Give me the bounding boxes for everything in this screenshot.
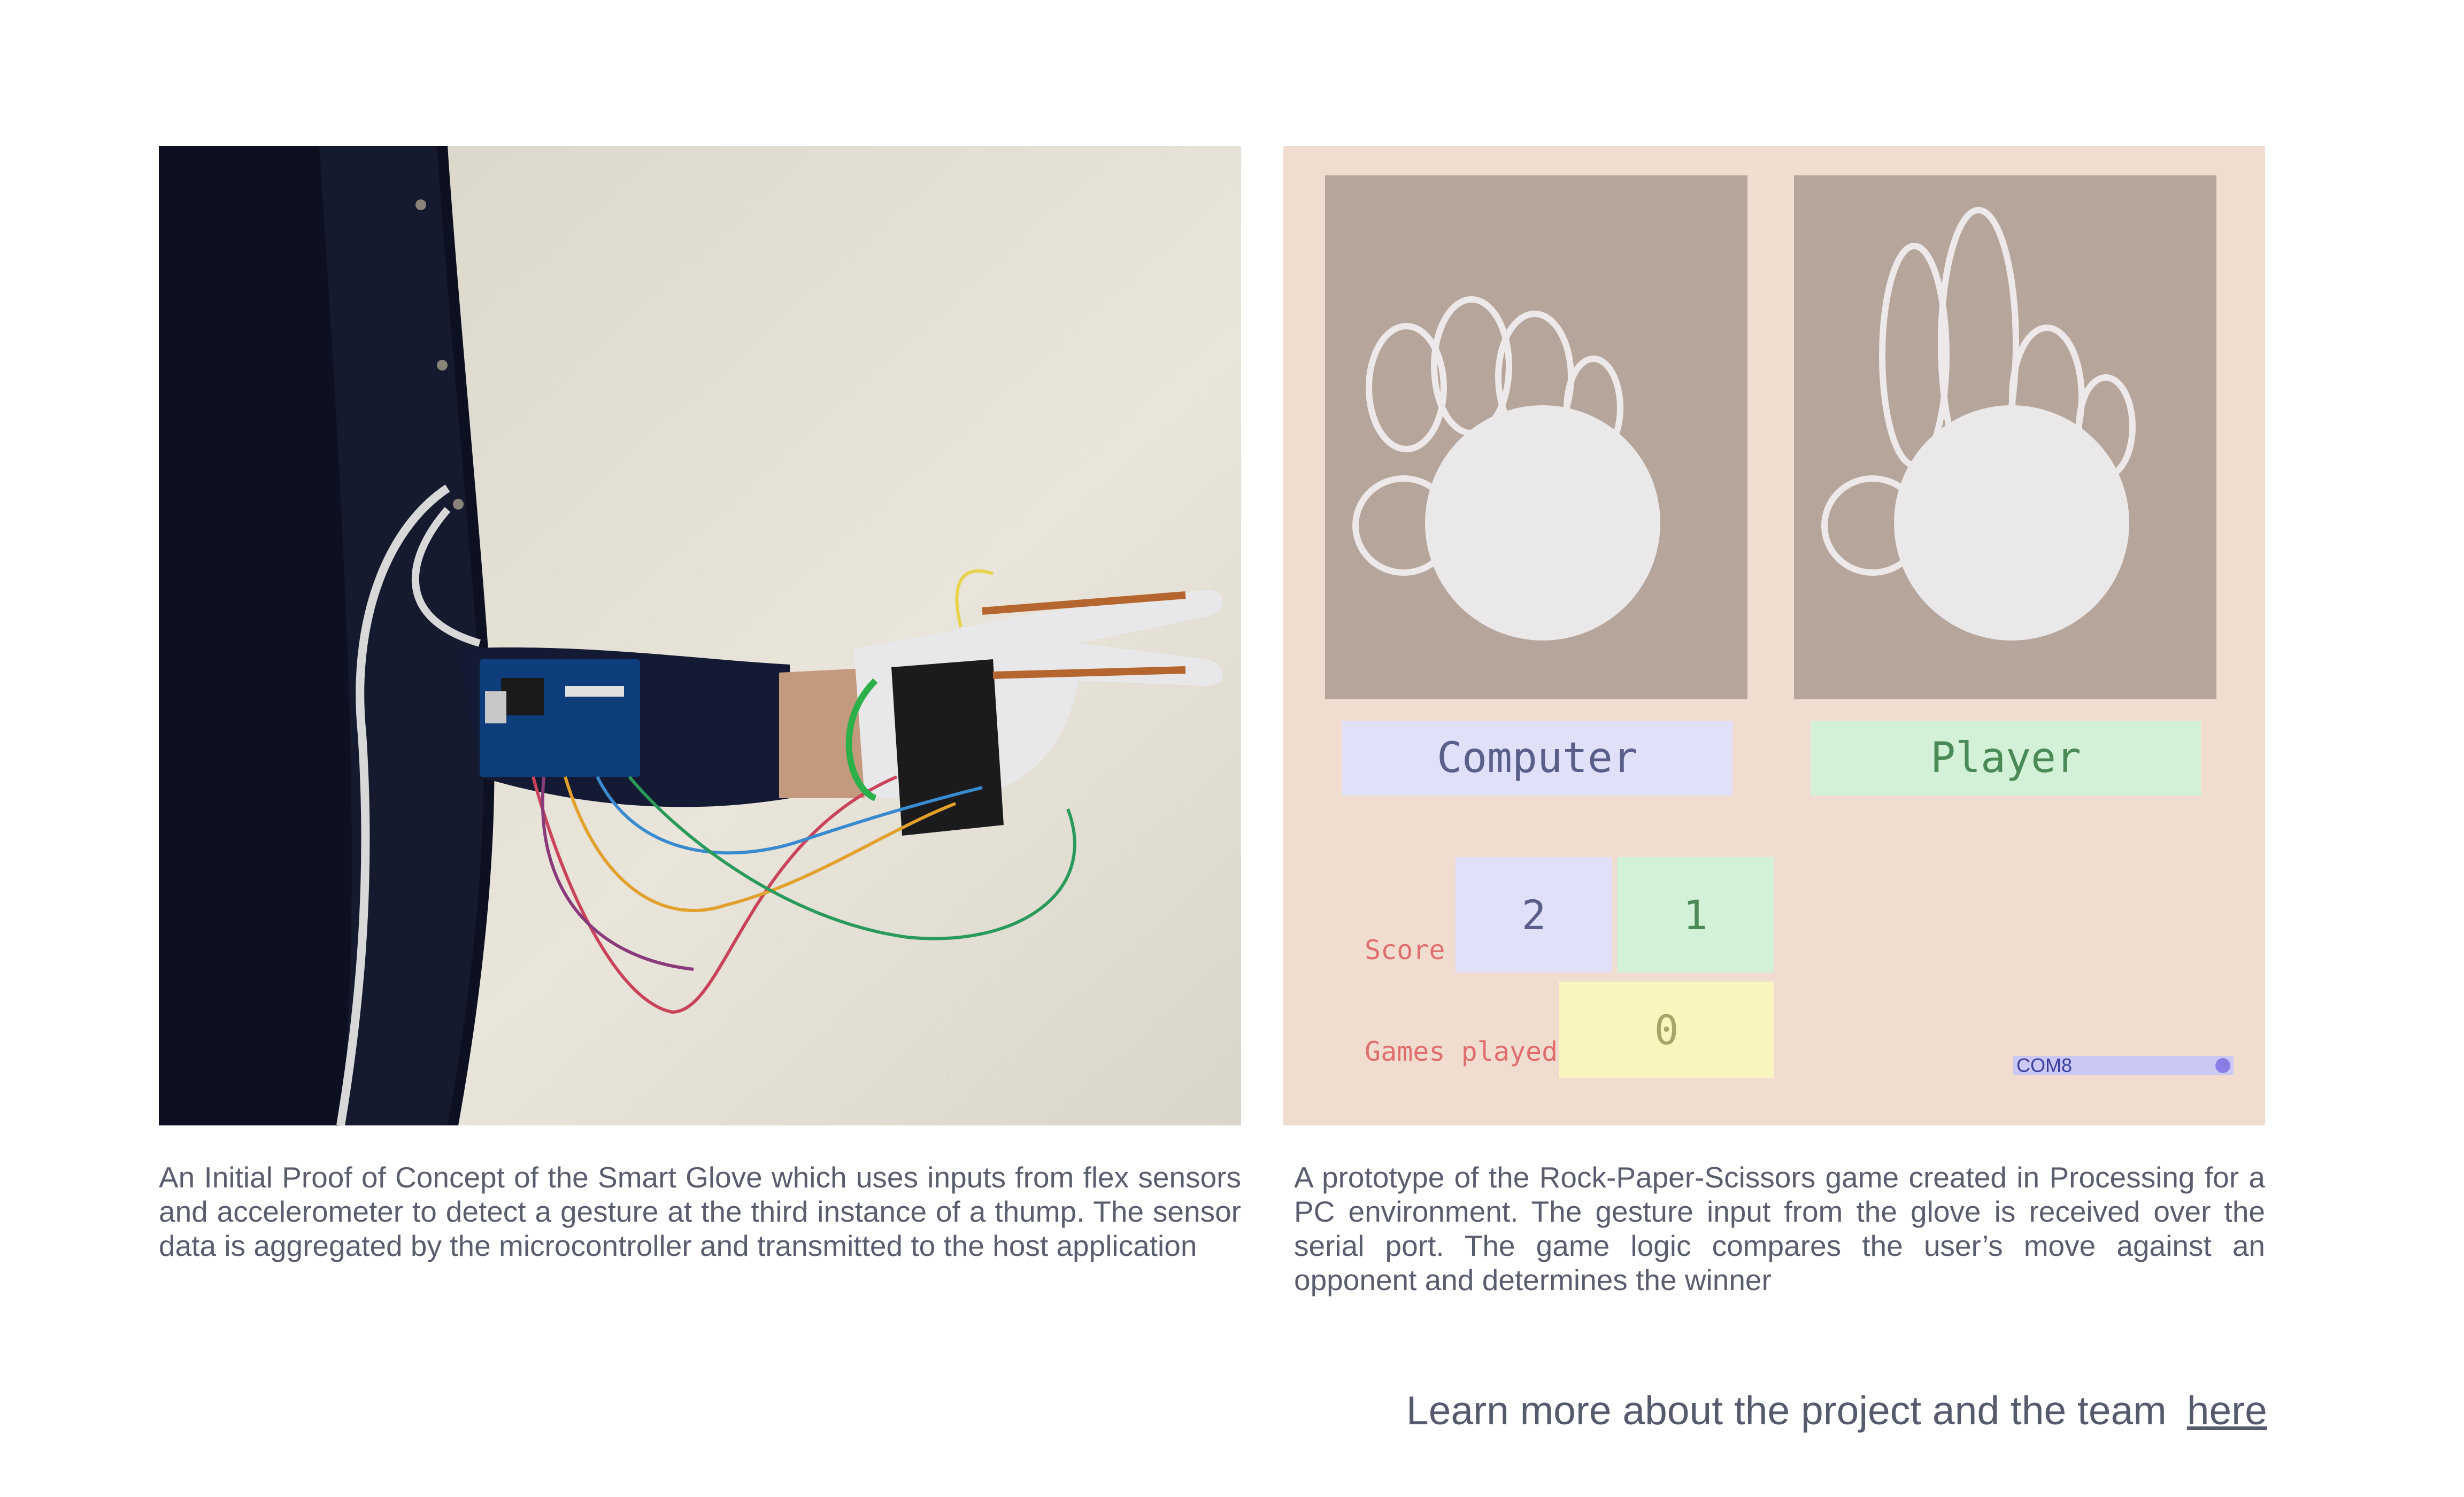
- here-link[interactable]: here: [2186, 1388, 2267, 1433]
- learn-more-text: Learn more about the project and the tea…: [1406, 1388, 2167, 1433]
- player-label: Player: [1930, 734, 2081, 782]
- learn-more-footer: Learn more about the project and the tea…: [1406, 1387, 2267, 1433]
- computer-palm: [1425, 405, 1660, 641]
- right-caption: A prototype of the Rock-Paper-Scissors g…: [1294, 1161, 2265, 1297]
- serial-port-label: COM8: [2016, 1054, 2073, 1076]
- player-score-box: 1: [1617, 857, 1774, 973]
- computer-score: 2: [1521, 891, 1546, 939]
- games-played-box: 0: [1559, 982, 1774, 1078]
- computer-label: Computer: [1437, 734, 1638, 782]
- left-caption: An Initial Proof of Concept of the Smart…: [159, 1161, 1241, 1262]
- games-played-label: Games played: [1365, 1036, 1558, 1067]
- player-label-box: Player: [1811, 721, 2201, 796]
- computer-label-box: Computer: [1342, 721, 1732, 796]
- smart-glove-illustration: [159, 146, 1241, 1125]
- games-played-count: 0: [1654, 1006, 1679, 1054]
- player-palm: [1894, 405, 2129, 641]
- hand-panels: [1325, 175, 2216, 699]
- player-score: 1: [1683, 891, 1708, 939]
- port-status-icon: [2215, 1058, 2230, 1073]
- rock-paper-scissors-screen: Computer Player Score 2 1 Games played 0…: [1283, 146, 2265, 1125]
- smart-glove-photo: [159, 146, 1241, 1125]
- serial-port-selector[interactable]: COM8: [2013, 1056, 2234, 1075]
- score-label: Score: [1365, 935, 1445, 966]
- computer-score-box: 2: [1456, 857, 1612, 973]
